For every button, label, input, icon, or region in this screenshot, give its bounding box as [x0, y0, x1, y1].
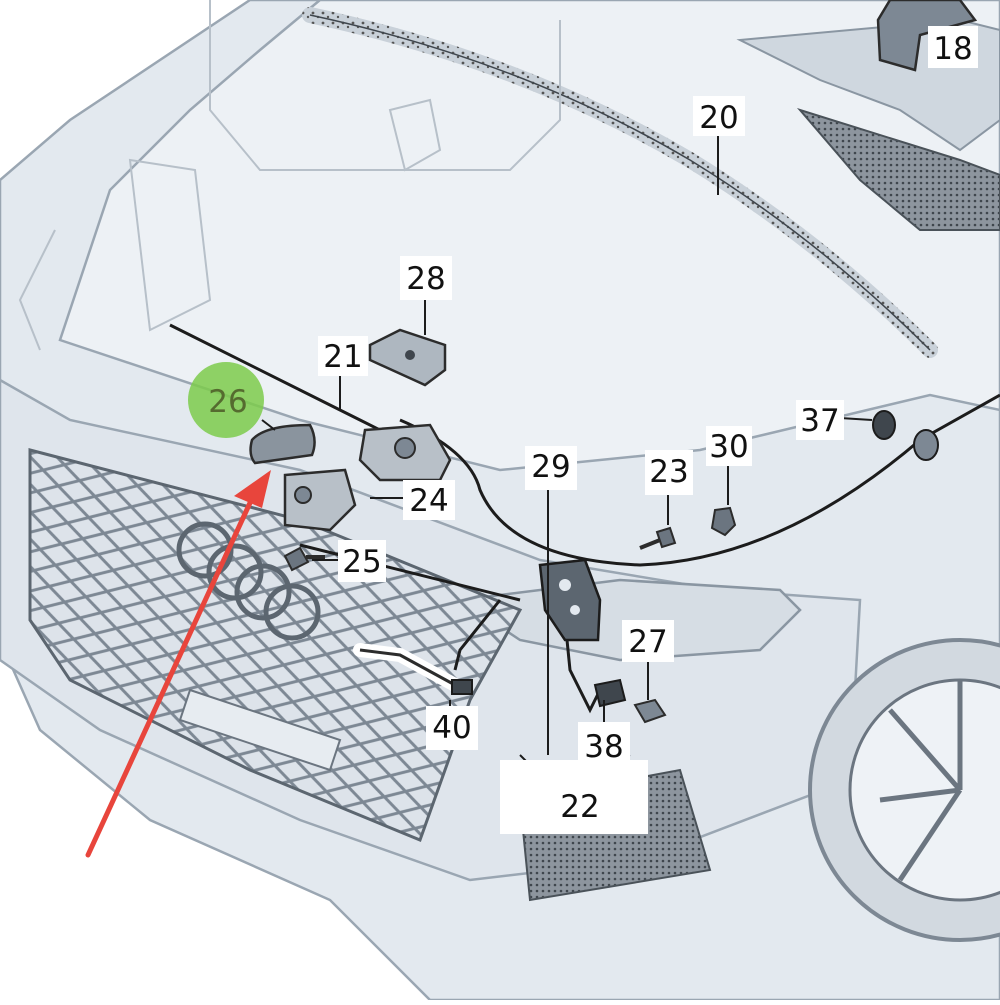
part-label-27: 27	[628, 624, 667, 660]
part-label-40: 40	[432, 710, 471, 746]
harness-wire	[563, 619, 602, 714]
part-lock-29	[538, 558, 602, 642]
part-bracket-24	[283, 468, 357, 532]
part-label-18: 18	[933, 31, 972, 67]
wheel	[808, 638, 1000, 942]
label-backgrounds	[318, 26, 978, 834]
license-plate-area	[178, 688, 342, 772]
part-insert-18	[876, 0, 978, 72]
part-clip-30	[710, 506, 737, 537]
part-bolt-25	[283, 546, 325, 572]
part-label-20: 20	[699, 100, 738, 136]
part-lock-latch-21	[358, 423, 452, 482]
part-label-23: 23	[649, 454, 688, 490]
part-label-24: 24	[409, 483, 448, 519]
part-label-38: 38	[584, 729, 623, 765]
part-bracket-28	[368, 328, 447, 387]
part-label-21: 21	[323, 339, 362, 375]
part-label-28: 28	[406, 261, 445, 297]
release-cable-to-grille	[453, 599, 502, 671]
part-label-25: 25	[342, 544, 381, 580]
part-label-37: 37	[800, 403, 839, 439]
cowl-mesh	[796, 108, 1000, 231]
engine-bay-details	[18, 0, 561, 351]
highlight-circle	[188, 362, 264, 438]
red-arrow-indicator	[85, 470, 271, 858]
part-label-30: 30	[709, 429, 748, 465]
part-bolt-23	[639, 526, 677, 550]
part-label-26: 26	[208, 384, 247, 420]
part-switch-27	[593, 678, 667, 724]
part-label-29: 29	[531, 449, 570, 485]
part-label-22: 22	[560, 789, 599, 825]
release-cable-lower	[299, 543, 521, 602]
part-pull-40	[353, 643, 473, 695]
hood-opening	[58, 0, 1000, 472]
part-grommet-37	[872, 410, 939, 461]
